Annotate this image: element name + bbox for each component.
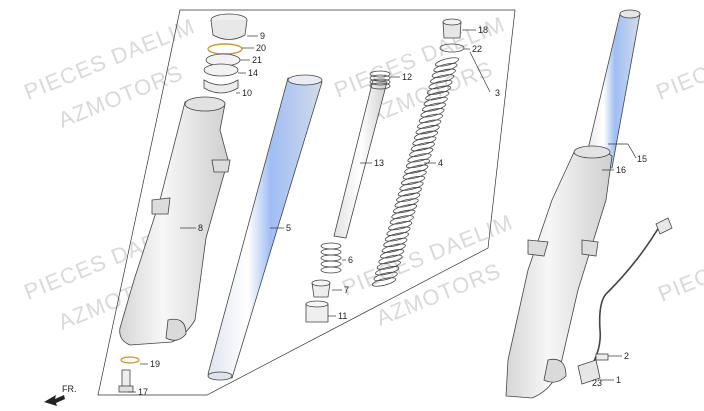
- spring-coil: [415, 125, 440, 135]
- left-fork-outer-tube: [119, 96, 231, 346]
- spring-coil: [426, 85, 451, 95]
- bushing: [305, 300, 329, 323]
- fork-spring: [371, 57, 460, 287]
- spring-coil: [417, 119, 442, 129]
- callout-6: 6: [348, 255, 353, 265]
- callout-1: 1: [616, 375, 621, 385]
- spring-coil: [399, 181, 424, 191]
- drain-bolt-and-washer: [118, 356, 140, 393]
- right-fork-assembly: [505, 9, 641, 399]
- oil-lock-piece: [311, 279, 331, 298]
- callout-23: 23: [592, 378, 602, 388]
- spring-coil: [423, 96, 448, 107]
- front-direction-arrow-icon: FR.: [44, 384, 77, 406]
- spring-coil: [433, 62, 458, 73]
- spring-coil: [391, 209, 416, 219]
- spring-coil: [434, 57, 460, 67]
- damper-rod: [333, 70, 391, 239]
- callout-15: 15: [637, 154, 647, 164]
- leader-lines: [128, 29, 637, 393]
- spring-coil: [404, 164, 429, 174]
- spring-coil: [381, 243, 406, 253]
- spring-coil: [388, 220, 413, 231]
- spring-coil: [428, 79, 453, 90]
- spring-coil: [409, 147, 434, 157]
- spring-coil: [375, 266, 400, 276]
- rebound-spring: [320, 242, 342, 274]
- callout-labels: 9 20 21 14 10 12 13 4 5 6 7 11 8 19 17 1…: [138, 25, 647, 397]
- inner-fork-tube: [207, 74, 323, 381]
- watermark-9: PIECES: [653, 49, 704, 105]
- callout-9: 9: [260, 31, 265, 41]
- spring-coil: [413, 130, 439, 140]
- callout-10: 10: [242, 88, 252, 98]
- speed-sensor-cable: [577, 217, 673, 385]
- callout-20: 20: [256, 43, 266, 53]
- spring-coil: [405, 158, 430, 169]
- spring-coil: [420, 108, 445, 118]
- spring-coil: [407, 153, 432, 163]
- callout-4: 4: [438, 158, 443, 168]
- callout-2: 2: [624, 351, 629, 361]
- fork-cap-assembly: [203, 13, 248, 94]
- spring-coil: [430, 74, 455, 84]
- spring-coil: [373, 271, 398, 282]
- callout-21: 21: [252, 55, 262, 65]
- spring-collar: [439, 18, 465, 53]
- spring-coil: [396, 192, 421, 203]
- direction-label: FR.: [62, 384, 77, 394]
- spring-coil: [410, 141, 435, 152]
- callout-5: 5: [286, 223, 291, 233]
- callout-11: 11: [338, 311, 347, 321]
- callout-8: 8: [198, 223, 203, 233]
- spring-coil: [397, 187, 422, 197]
- callout-13: 13: [374, 158, 384, 168]
- assembly-boundary: [97, 9, 516, 396]
- spring-coil: [392, 204, 418, 214]
- spring-coil: [371, 277, 397, 287]
- spring-coil: [378, 254, 403, 265]
- spring-coil: [412, 136, 437, 146]
- spring-coil: [383, 237, 408, 248]
- spring-coil: [380, 249, 405, 259]
- spring-coil: [384, 232, 409, 242]
- callout-3: 3: [495, 88, 500, 98]
- spring-coil: [389, 215, 414, 225]
- callout-18: 18: [478, 25, 488, 35]
- spring-coil: [402, 170, 427, 180]
- spring-coil: [422, 102, 447, 112]
- spring-coil: [431, 68, 456, 78]
- spring-coil: [394, 198, 419, 208]
- spring-coil: [386, 226, 411, 236]
- spring-coil: [418, 113, 443, 124]
- callout-16: 16: [616, 165, 626, 175]
- callout-12: 12: [402, 72, 412, 82]
- callout-19: 19: [150, 359, 160, 369]
- callout-14: 14: [248, 68, 258, 78]
- callout-17: 17: [138, 387, 148, 397]
- callout-7: 7: [344, 285, 349, 295]
- watermark-10: PIECES: [655, 251, 704, 307]
- callout-22: 22: [472, 44, 482, 54]
- spring-coil: [425, 91, 450, 101]
- spring-coil: [376, 260, 401, 270]
- spring-coil: [401, 175, 426, 186]
